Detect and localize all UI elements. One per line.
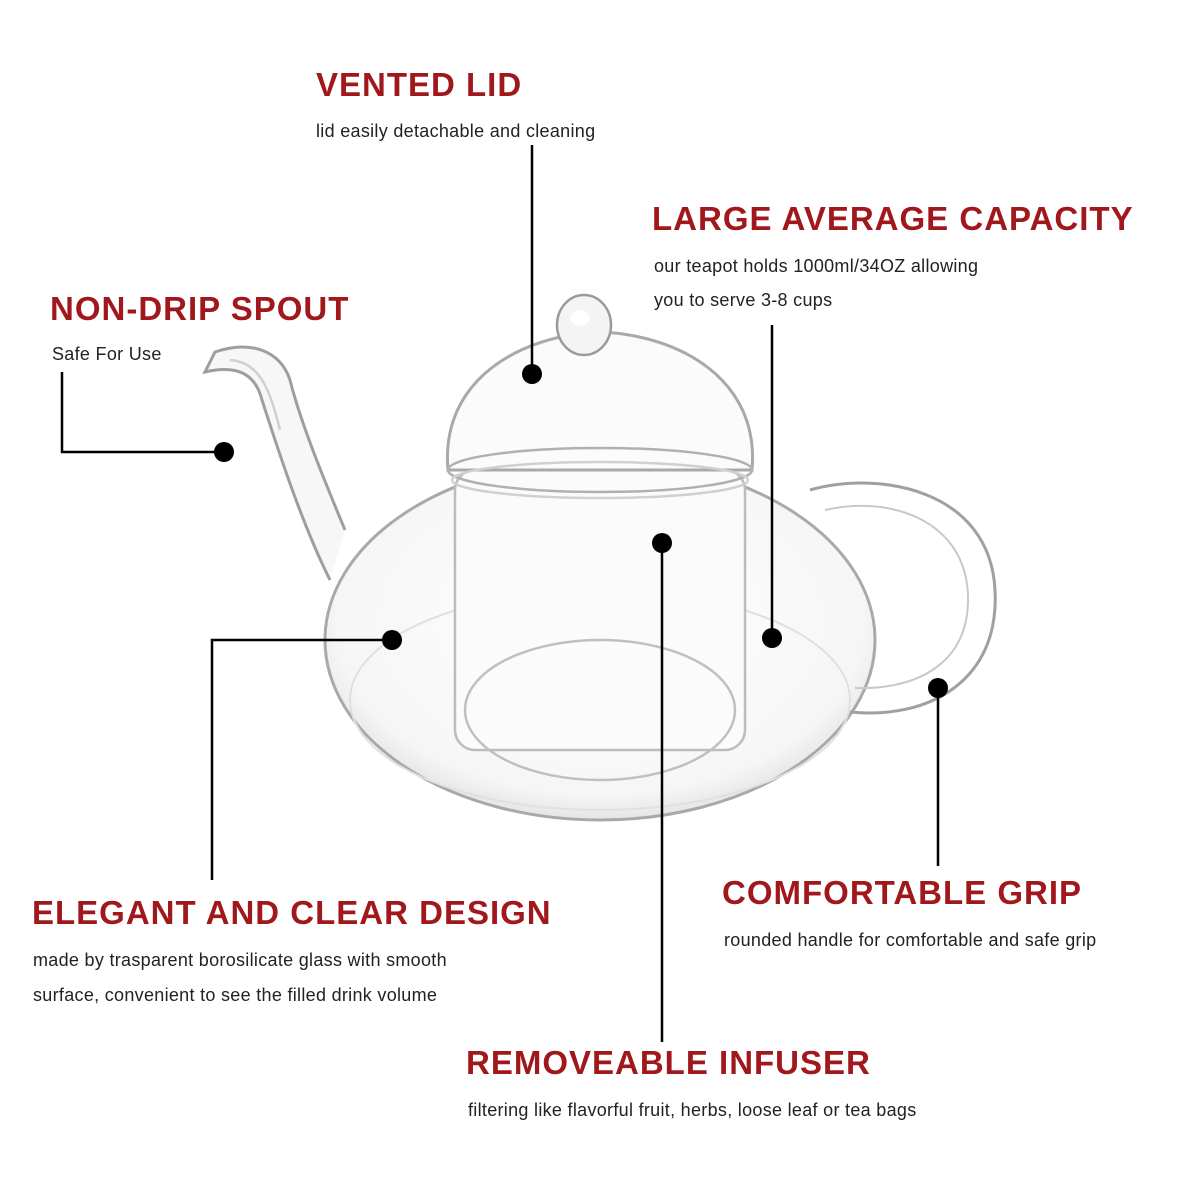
feature-desc-removeable-infuser: filtering like flavorful fruit, herbs, l…	[468, 1100, 917, 1120]
callout-dots	[214, 364, 948, 698]
feature-title-elegant-design: ELEGANT AND CLEAR DESIGN	[32, 894, 552, 931]
feature-desc-large-capacity-line1: our teapot holds 1000ml/34OZ allowing	[654, 256, 979, 276]
feature-desc-non-drip-spout: Safe For Use	[52, 344, 162, 364]
teapot-body	[202, 293, 997, 822]
feature-title-vented-lid: VENTED LID	[316, 66, 523, 103]
feature-title-large-capacity: LARGE AVERAGE CAPACITY	[652, 200, 1134, 237]
callout-lines	[60, 145, 940, 1042]
feature-desc-comfortable-grip: rounded handle for comfortable and safe …	[724, 930, 1097, 950]
feature-desc-elegant-design-line1: made by trasparent borosilicate glass wi…	[33, 950, 447, 970]
feature-title-removeable-infuser: REMOVEABLE INFUSER	[466, 1044, 871, 1081]
feature-title-comfortable-grip: COMFORTABLE GRIP	[722, 874, 1083, 911]
feature-desc-vented-lid: lid easily detachable and cleaning	[316, 121, 596, 141]
feature-desc-elegant-design-line2: surface, convenient to see the filled dr…	[33, 985, 438, 1005]
feature-title-non-drip-spout: NON-DRIP SPOUT	[50, 290, 350, 327]
feature-desc-large-capacity-line2: you to serve 3-8 cups	[654, 290, 833, 310]
